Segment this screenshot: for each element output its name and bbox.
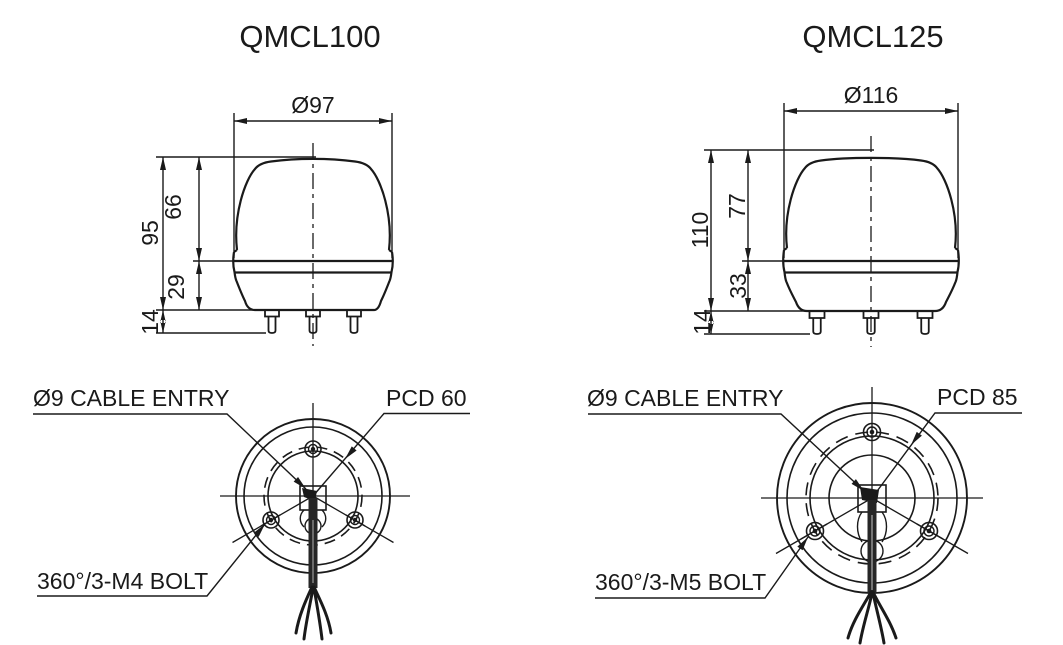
pin-height-dimension-label: 14 bbox=[137, 309, 163, 335]
dome-height-dimension-label: 77 bbox=[724, 193, 750, 219]
qmcl125-title: QMCL125 bbox=[802, 19, 943, 54]
bolt-holes bbox=[800, 422, 944, 541]
bolt-label: 360°/3-M4 BOLT bbox=[37, 568, 208, 594]
cable-entry-arrow bbox=[293, 477, 306, 489]
qmcl100-figure: QMCL100 Ø97 95 66 29 14 bbox=[33, 19, 470, 641]
qmcl100-front-view: Ø97 95 66 29 14 bbox=[137, 92, 394, 346]
bolt-label: 360°/3-M5 BOLT bbox=[595, 569, 766, 595]
pcd-label: PCD 85 bbox=[937, 384, 1018, 410]
bolt-leader bbox=[37, 523, 266, 597]
cable-entry-leader bbox=[588, 413, 865, 492]
cable-wires bbox=[846, 590, 898, 645]
pcd-leader bbox=[871, 412, 1022, 499]
pcd-arrow bbox=[911, 431, 922, 445]
cable-clamp-outline bbox=[299, 509, 327, 528]
pcd-arrow bbox=[345, 446, 357, 459]
bolt-arrow bbox=[253, 524, 265, 537]
cable-clamp-outline bbox=[856, 511, 888, 543]
cable-entry-leader bbox=[33, 413, 307, 490]
diameter-dimension-label: Ø97 bbox=[291, 92, 334, 118]
leader-convergence-blob bbox=[860, 487, 879, 503]
qmcl125-front-view: Ø116 110 77 33 14 bbox=[687, 82, 960, 347]
leader-convergence-blob bbox=[302, 488, 317, 501]
qmcl125-bottom-view: Ø9 CABLE ENTRY PCD 85 360°/3-M5 BOLT bbox=[587, 384, 1022, 645]
extension-lines bbox=[156, 113, 393, 334]
body-height-dimension-label: 33 bbox=[725, 273, 751, 299]
dimension-arrowheads bbox=[708, 108, 958, 334]
qmcl125-figure: QMCL125 Ø116 110 77 33 14 bbox=[587, 19, 1022, 645]
qmcl100-title: QMCL100 bbox=[239, 19, 380, 54]
diameter-dimension-label: Ø116 bbox=[844, 82, 899, 108]
pin-height-dimension-label: 14 bbox=[689, 309, 715, 335]
cable-wires bbox=[294, 585, 333, 641]
cable-entry-label: Ø9 CABLE ENTRY bbox=[33, 385, 229, 411]
bolt-arrow bbox=[797, 537, 808, 551]
cable-entry-arrow bbox=[851, 479, 864, 491]
dome-height-dimension-label: 66 bbox=[160, 194, 186, 220]
bolt-leader bbox=[595, 536, 809, 599]
pcd-label: PCD 60 bbox=[386, 385, 467, 411]
total-height-dimension-label: 95 bbox=[137, 220, 163, 246]
total-height-dimension-label: 110 bbox=[687, 212, 713, 249]
qmcl100-bottom-view: Ø9 CABLE ENTRY PCD 60 360°/3-M4 BOLT bbox=[33, 385, 470, 641]
pcd-leader bbox=[312, 412, 470, 497]
dimension-arrowheads bbox=[160, 118, 392, 333]
cable-entry-label: Ø9 CABLE ENTRY bbox=[587, 385, 783, 411]
body-height-dimension-label: 29 bbox=[163, 274, 189, 300]
extension-lines bbox=[704, 103, 959, 335]
